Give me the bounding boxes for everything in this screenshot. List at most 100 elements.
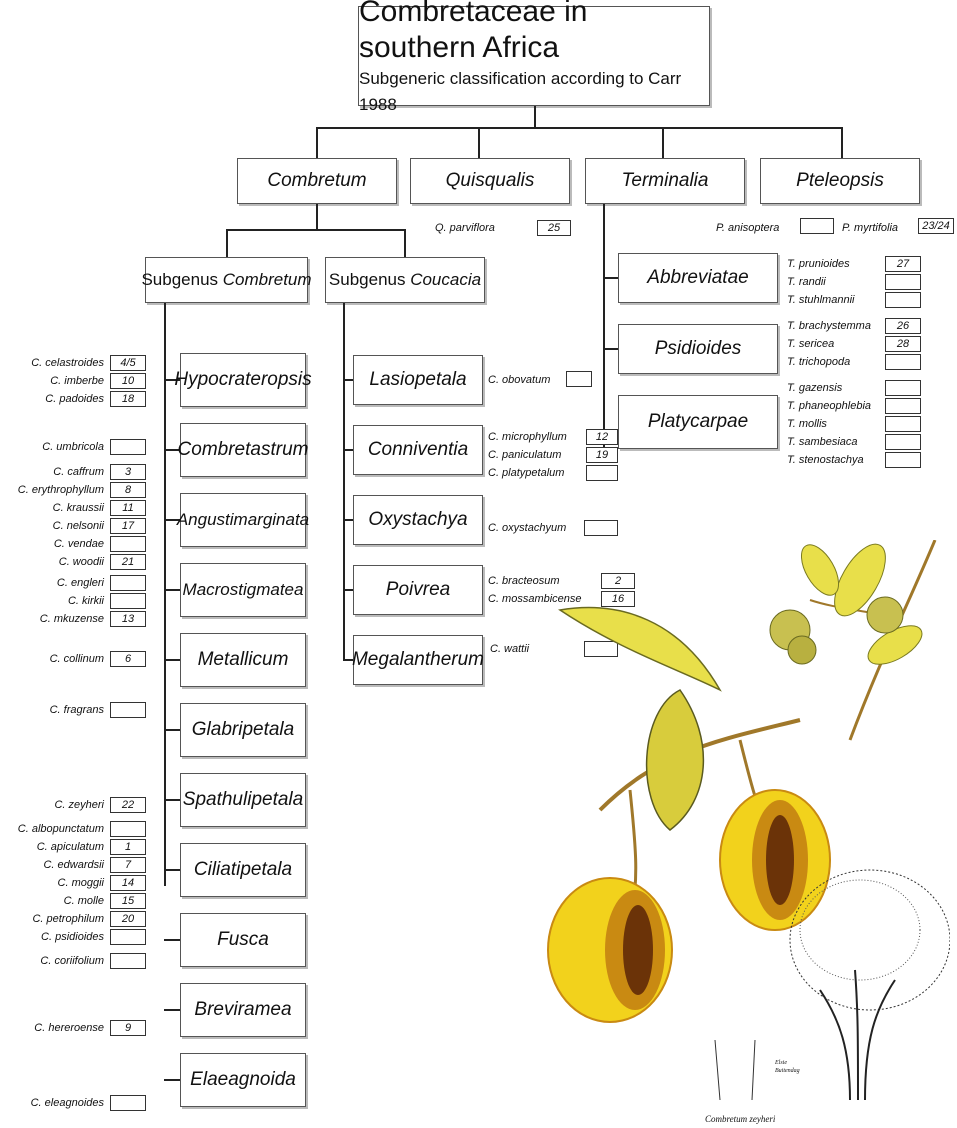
section-ciliatipetala: Ciliatipetala xyxy=(180,843,306,897)
species-number: 12 xyxy=(586,429,618,445)
species-number xyxy=(586,465,618,481)
connector xyxy=(164,589,180,591)
genus-label: Combretum xyxy=(267,170,367,191)
species-number xyxy=(885,274,921,290)
species-number xyxy=(110,929,146,945)
species-label: C. collinum xyxy=(49,653,104,665)
species-label: C. moggii xyxy=(57,877,104,889)
species-label: C. mossambicense xyxy=(488,593,582,605)
species-number xyxy=(110,593,146,609)
species-label: T. phaneophlebia xyxy=(787,400,872,412)
genus-pteleopsis: Pteleopsis xyxy=(760,158,920,204)
section-fusca: Fusca xyxy=(180,913,306,967)
section-label: Poivrea xyxy=(385,579,451,600)
section-oxystachya: Oxystachya xyxy=(353,495,483,545)
species-number xyxy=(110,1095,146,1111)
species-number: 19 xyxy=(586,447,618,463)
species-number: 14 xyxy=(110,875,146,891)
species-number: 13 xyxy=(110,611,146,627)
connector xyxy=(226,229,406,231)
section-hypocrateropsis: Hypocrateropsis xyxy=(174,353,312,407)
section-label: Megalantherum xyxy=(351,649,485,670)
species-number: 27 xyxy=(885,256,921,272)
section-breviramea: Breviramea xyxy=(180,983,306,1037)
species-label: C. celastroides xyxy=(31,357,104,369)
connector xyxy=(164,379,180,381)
connector xyxy=(164,939,180,941)
species-number: 10 xyxy=(110,373,146,389)
subgenus-prefix: Subgenus xyxy=(141,270,223,289)
species-number xyxy=(885,398,921,414)
connector xyxy=(316,127,318,160)
species-number: 11 xyxy=(110,500,146,516)
species-number: 3 xyxy=(110,464,146,480)
artist-signature: Elsie Buitendag xyxy=(775,1060,800,1074)
species-number: 28 xyxy=(885,336,921,352)
species-number: 1 xyxy=(110,839,146,855)
species-label: C. oxystachyum xyxy=(488,522,567,534)
section-label: Abbreviatae xyxy=(647,267,749,288)
connector xyxy=(603,348,618,350)
species-number: 16 xyxy=(601,591,635,607)
species-number xyxy=(885,292,921,308)
species-number xyxy=(110,953,146,969)
species-label: T. stuhlmannii xyxy=(787,294,855,306)
species-number: 25 xyxy=(537,220,571,236)
section-label: Combretastrum xyxy=(177,439,309,460)
title-box: Combretaceae in southern Africa Subgener… xyxy=(358,0,710,114)
species-label: P. anisoptera xyxy=(716,222,780,234)
species-label: T. trichopoda xyxy=(787,356,851,368)
species-number: 23/24 xyxy=(918,218,954,234)
species-number xyxy=(110,575,146,591)
species-number: 4/5 xyxy=(110,355,146,371)
section-angustimarginata: Angustimarginata xyxy=(177,493,309,547)
species-label: C. imberbe xyxy=(50,375,104,387)
section-metallicum: Metallicum xyxy=(180,633,306,687)
species-number: 21 xyxy=(110,554,146,570)
species-label: T. prunioides xyxy=(787,258,850,270)
connector xyxy=(226,229,228,257)
species-number xyxy=(885,434,921,450)
species-number: 7 xyxy=(110,857,146,873)
species-label: C. obovatum xyxy=(488,374,551,386)
connector xyxy=(404,229,406,257)
species-label: C. molle xyxy=(63,895,104,907)
connector xyxy=(164,659,180,661)
species-number xyxy=(110,702,146,718)
species-label: C. mkuzense xyxy=(39,613,104,625)
species-label: C. platypetalum xyxy=(488,467,565,479)
winged-fruit-drawing xyxy=(547,877,673,1023)
species-number xyxy=(885,380,921,396)
section-label: Conniventia xyxy=(367,439,469,460)
species-label: C. psidioides xyxy=(41,931,104,943)
tree-sketch-drawing xyxy=(714,869,950,1100)
species-label: T. brachystemma xyxy=(787,320,871,332)
species-number: 18 xyxy=(110,391,146,407)
connector xyxy=(343,379,353,381)
species-number: 8 xyxy=(110,482,146,498)
species-number xyxy=(885,354,921,370)
connector xyxy=(316,127,842,129)
connector xyxy=(343,519,353,521)
subgenus-name: Combretum xyxy=(222,270,312,289)
species-number: 2 xyxy=(601,573,635,589)
section-glabripetala: Glabripetala xyxy=(180,703,306,757)
species-number: 17 xyxy=(110,518,146,534)
species-label: C. padoides xyxy=(45,393,104,405)
species-label: T. sambesiaca xyxy=(787,436,858,448)
connector xyxy=(164,799,180,801)
species-label: C. microphyllum xyxy=(488,431,567,443)
section-conniventia: Conniventia xyxy=(353,425,483,475)
section-label: Breviramea xyxy=(194,999,292,1020)
genus-label: Pteleopsis xyxy=(796,170,884,191)
species-number xyxy=(885,416,921,432)
section-abbreviatae: Abbreviatae xyxy=(618,253,778,303)
section-label: Ciliatipetala xyxy=(193,859,293,880)
illustration-caption: Combretum zeyheri xyxy=(705,1114,776,1124)
species-label: C. eleagnoides xyxy=(30,1097,104,1109)
section-label: Glabripetala xyxy=(191,719,295,740)
connector xyxy=(841,127,843,160)
species-label: C. engleri xyxy=(56,577,104,589)
section-label: Psidioides xyxy=(654,338,742,359)
species-number xyxy=(110,536,146,552)
